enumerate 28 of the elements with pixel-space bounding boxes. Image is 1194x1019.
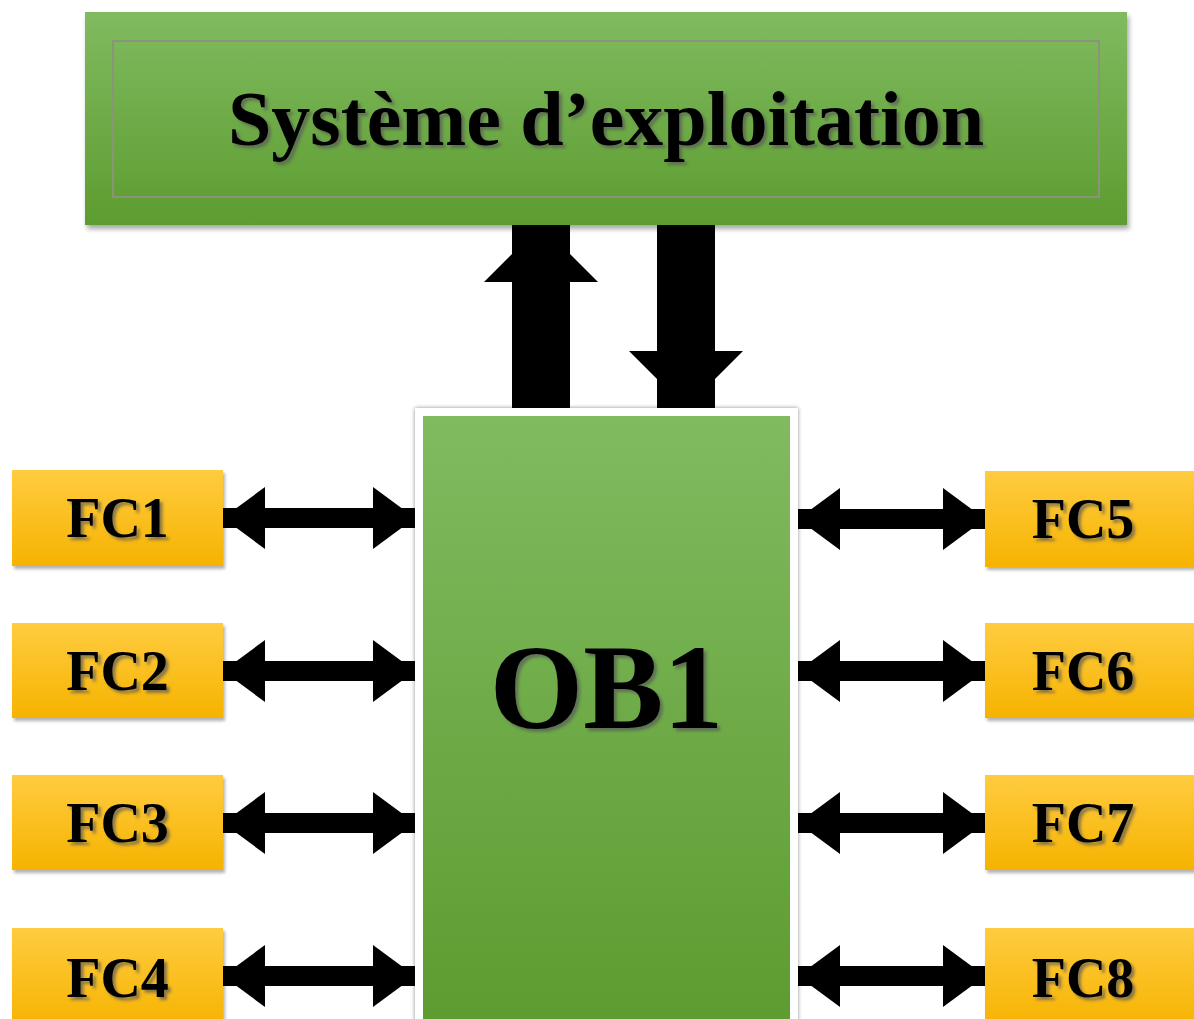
box-label: FC1 — [66, 490, 169, 546]
block-arrow — [484, 225, 598, 408]
double-arrow — [223, 945, 415, 1007]
box-label: FC8 — [1031, 950, 1135, 1006]
title-box — [85, 12, 1127, 225]
box-label: OB1 — [489, 628, 724, 748]
function-box — [12, 928, 223, 1019]
function-box — [12, 775, 223, 870]
box-label: FC5 — [1031, 491, 1135, 547]
box-label: FC2 — [66, 642, 169, 699]
function-box — [985, 775, 1194, 870]
double-arrow — [223, 792, 415, 854]
double-arrow — [223, 487, 415, 549]
function-box — [985, 471, 1194, 567]
double-arrow — [798, 792, 985, 854]
box-label: FC6 — [1031, 642, 1135, 699]
double-arrow — [798, 640, 985, 702]
function-box — [985, 623, 1194, 718]
function-box — [985, 928, 1194, 1019]
box-label: FC7 — [1031, 794, 1135, 851]
double-arrow — [798, 945, 985, 1007]
function-box — [12, 623, 223, 718]
double-arrow — [798, 488, 985, 550]
double-arrow — [223, 640, 415, 702]
box-label: FC4 — [66, 950, 169, 1006]
box-label: FC3 — [66, 794, 169, 851]
block-arrow — [629, 225, 743, 408]
function-box — [12, 470, 223, 566]
